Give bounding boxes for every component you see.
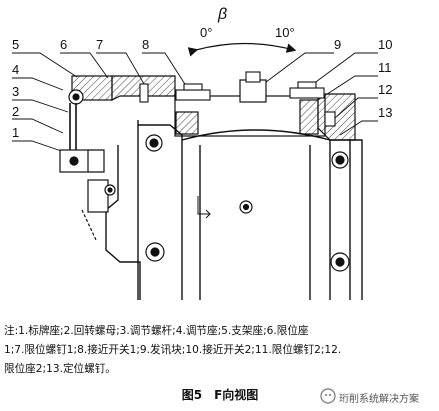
callout-9: 9 xyxy=(334,37,341,52)
callout-6: 6 xyxy=(60,37,67,52)
callout-10: 10 xyxy=(378,37,392,52)
callout-labels: 5 6 7 8 4 3 2 1 9 10 11 12 13 xyxy=(12,37,392,140)
left-block xyxy=(175,111,199,135)
callout-12: 12 xyxy=(378,82,392,97)
upper-hatched-parts xyxy=(71,75,356,141)
callout-11: 11 xyxy=(378,60,392,75)
limit-screw-1 xyxy=(139,83,149,103)
right-block xyxy=(299,99,319,135)
callout-7: 7 xyxy=(96,37,103,52)
limit-seat-2 xyxy=(317,93,356,141)
switches-and-screws xyxy=(139,71,336,127)
note-line: 限位座2;13.定位螺钉。 xyxy=(4,363,116,375)
center-block xyxy=(239,79,267,103)
rotation-angle-indicator: β 0° 10° xyxy=(187,6,297,57)
limit-screw-2 xyxy=(324,111,336,127)
proximity-switch-1 xyxy=(175,89,211,101)
angle-end-label: 10° xyxy=(275,25,295,40)
callout-8: 8 xyxy=(142,37,149,52)
watermark-text: 珩削系统解决方案 xyxy=(339,394,419,405)
rotation-arrow xyxy=(187,42,297,57)
angle-start-label: 0° xyxy=(200,25,212,40)
parts-legend-note: 注:1.标牌座;2.回转螺母;3.调节螺杆;4.调节座;5.支架座;6.限位座 … xyxy=(4,322,435,379)
callout-4: 4 xyxy=(12,62,19,77)
callout-2: 2 xyxy=(12,104,19,119)
callout-1: 1 xyxy=(12,125,19,140)
callout-13: 13 xyxy=(378,105,392,120)
proximity-switch-2 xyxy=(289,87,325,99)
signal-block xyxy=(245,71,261,83)
note-line: 1;7.限位螺钉1;8.接近开关1;9.发讯块;10.接近开关2;11.限位螺钉… xyxy=(4,344,342,356)
watermark: 珩削系统解决方案 xyxy=(320,388,437,406)
figure-caption: 图5 F向视图 xyxy=(181,388,259,402)
bolt-holes xyxy=(104,134,350,272)
adjusting-seat xyxy=(87,179,109,213)
callout-3: 3 xyxy=(12,84,19,99)
housing-body xyxy=(105,120,363,300)
adjusting-assembly xyxy=(59,89,109,241)
note-line: 注:1.标牌座;2.回转螺母;3.调节螺杆;4.调节座;5.支架座;6.限位座 xyxy=(4,325,309,337)
callout-5: 5 xyxy=(12,37,19,52)
wechat-logo-icon xyxy=(320,388,336,404)
beta-symbol: β xyxy=(217,6,227,23)
view-direction-mark xyxy=(197,196,211,219)
f-view-drawing: β 0° 10° 5 6 7 8 4 3 2 1 9 10 11 12 13 xyxy=(12,6,392,300)
